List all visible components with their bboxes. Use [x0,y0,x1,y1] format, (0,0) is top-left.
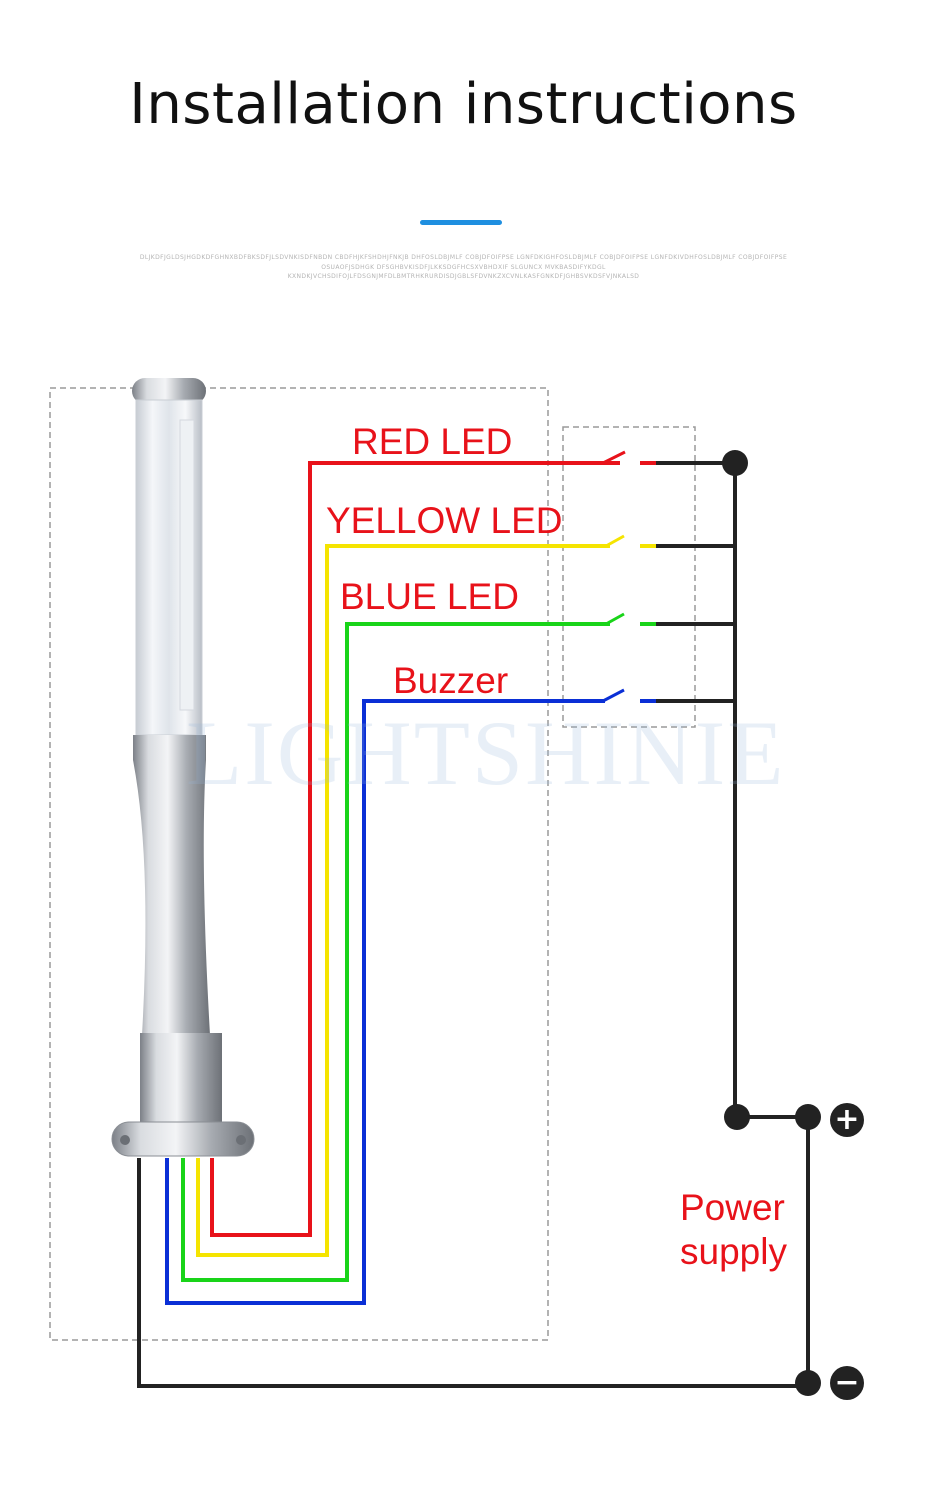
label-buzzer: Buzzer [393,660,509,701]
junction-dot [724,1104,750,1130]
switch-yellow [605,534,656,548]
label-blue-led: BLUE LED [340,576,519,617]
plus-terminal-icon: + [830,1103,864,1137]
fine-print-line: KXNDKJVCHSDIFOJLFDSGNJMFDLBMTRHKRURDISDJ… [287,273,640,280]
fine-print-line: OSUAOFJSDHGK DFSGHBVKISDFJLKKSDGFHCSXVBH… [321,264,606,271]
tower-lamp-illustration [111,378,255,1157]
switch-red [602,450,656,465]
label-yellow-led: YELLOW LED [326,500,563,541]
green-wire [181,622,610,1282]
yellow-wire [196,544,610,1257]
common-negative-wire [137,1158,808,1388]
minus-terminal-icon: − [830,1366,864,1400]
switch-boundary-box [562,426,696,728]
junction-dot [722,450,748,476]
label-power-line1: Power [680,1187,785,1228]
junction-dot [795,1370,821,1396]
red-wire [210,461,620,1237]
switch-blue-led [605,612,656,626]
lamp-boundary-box [49,387,549,1341]
watermark: LIGHTSHINIE [186,702,786,804]
title-accent-bar [420,220,502,225]
blue-wire [165,699,605,1305]
label-power-supply: Power supply [680,1186,787,1274]
junction-dot [795,1104,821,1130]
page-title: Installation instructions [129,72,798,137]
common-positive-wiring [656,461,810,1383]
fine-print-line: DLJKDFJGLDSJHGDKDFGHNXBDFBKSDFJLSDVNKISD… [139,254,788,261]
label-red-led: RED LED [352,421,513,462]
switch-buzzer [602,688,656,703]
label-power-line2: supply [680,1231,787,1272]
